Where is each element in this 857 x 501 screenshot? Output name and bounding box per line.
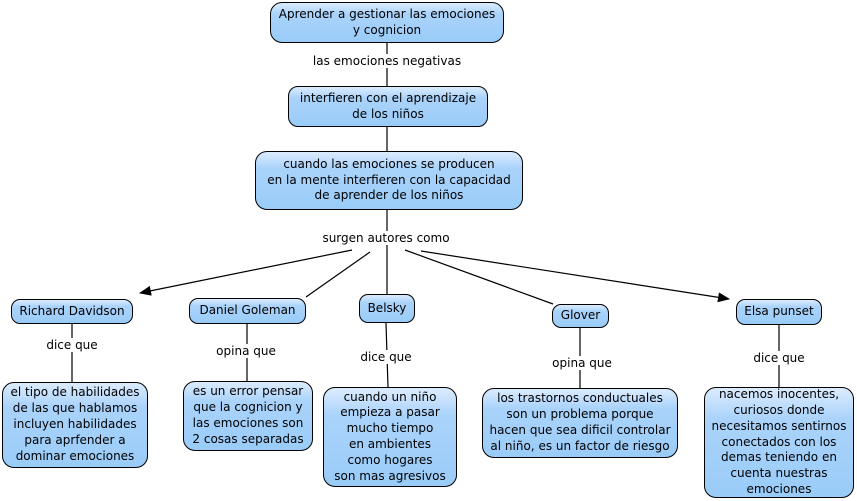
edge-label-goleman: opina que — [213, 344, 279, 358]
concept-author-punset: Elsa punset — [736, 299, 822, 325]
author-belsky-label: Belsky — [367, 300, 407, 315]
punset-view-label: nacemos inocentes, curiosos donde necesi… — [711, 387, 847, 497]
davidson-view-label: el tipo de habilidades de las que hablam… — [10, 385, 140, 463]
author-davidson-label: Richard Davidson — [19, 303, 125, 318]
concept-root-label: Aprender a gestionar las emociones y cog… — [278, 6, 496, 37]
concept-mind-label: cuando las emociones se producen en la m… — [267, 156, 511, 203]
edge-label-negative: las emociones negativas — [309, 54, 465, 68]
concept-author-belsky: Belsky — [359, 294, 415, 323]
goleman-view-label: es un error pensar que la cognicion y la… — [192, 384, 304, 446]
connector-line-davidson — [139, 249, 353, 296]
belsky-view-label: cuando un niño empieza a pasar mucho tie… — [334, 389, 446, 483]
connector-line-goleman — [305, 251, 371, 298]
concept-goleman-view: es un error pensar que la cognicion y la… — [183, 381, 313, 451]
edge-label-glover: opina que — [549, 356, 615, 370]
edge-label-punset: dice que — [750, 351, 808, 365]
concept-punset-view: nacemos inocentes, curiosos donde necesi… — [704, 387, 854, 498]
concept-mind: cuando las emociones se producen en la m… — [255, 151, 523, 210]
concept-glover-view: los trastornos conductuales son un probl… — [482, 388, 678, 458]
concept-interfere: interfieren con el aprendizaje de los ni… — [288, 86, 488, 127]
concept-davidson-view: el tipo de habilidades de las que hablam… — [2, 382, 148, 468]
edge-label-davidson: dice que — [43, 338, 101, 352]
concept-interfere-label: interfieren con el aprendizaje de los ni… — [299, 90, 477, 121]
edge-label-belsky: dice que — [357, 350, 415, 364]
concept-author-glover: Glover — [552, 304, 609, 328]
connector-line-punset — [420, 250, 730, 303]
concept-root: Aprender a gestionar las emociones y cog… — [270, 2, 504, 43]
concept-belsky-view: cuando un niño empieza a pasar mucho tie… — [323, 387, 457, 487]
concept-author-goleman: Daniel Goleman — [189, 298, 306, 324]
edge-label-authors: surgen autores como — [319, 231, 453, 245]
concept-author-davidson: Richard Davidson — [11, 299, 133, 324]
glover-view-label: los trastornos conductuales son un probl… — [489, 391, 671, 453]
author-punset-label: Elsa punset — [744, 304, 814, 319]
connector-line-glover — [404, 249, 554, 305]
author-glover-label: Glover — [560, 308, 601, 323]
author-goleman-label: Daniel Goleman — [199, 303, 296, 318]
